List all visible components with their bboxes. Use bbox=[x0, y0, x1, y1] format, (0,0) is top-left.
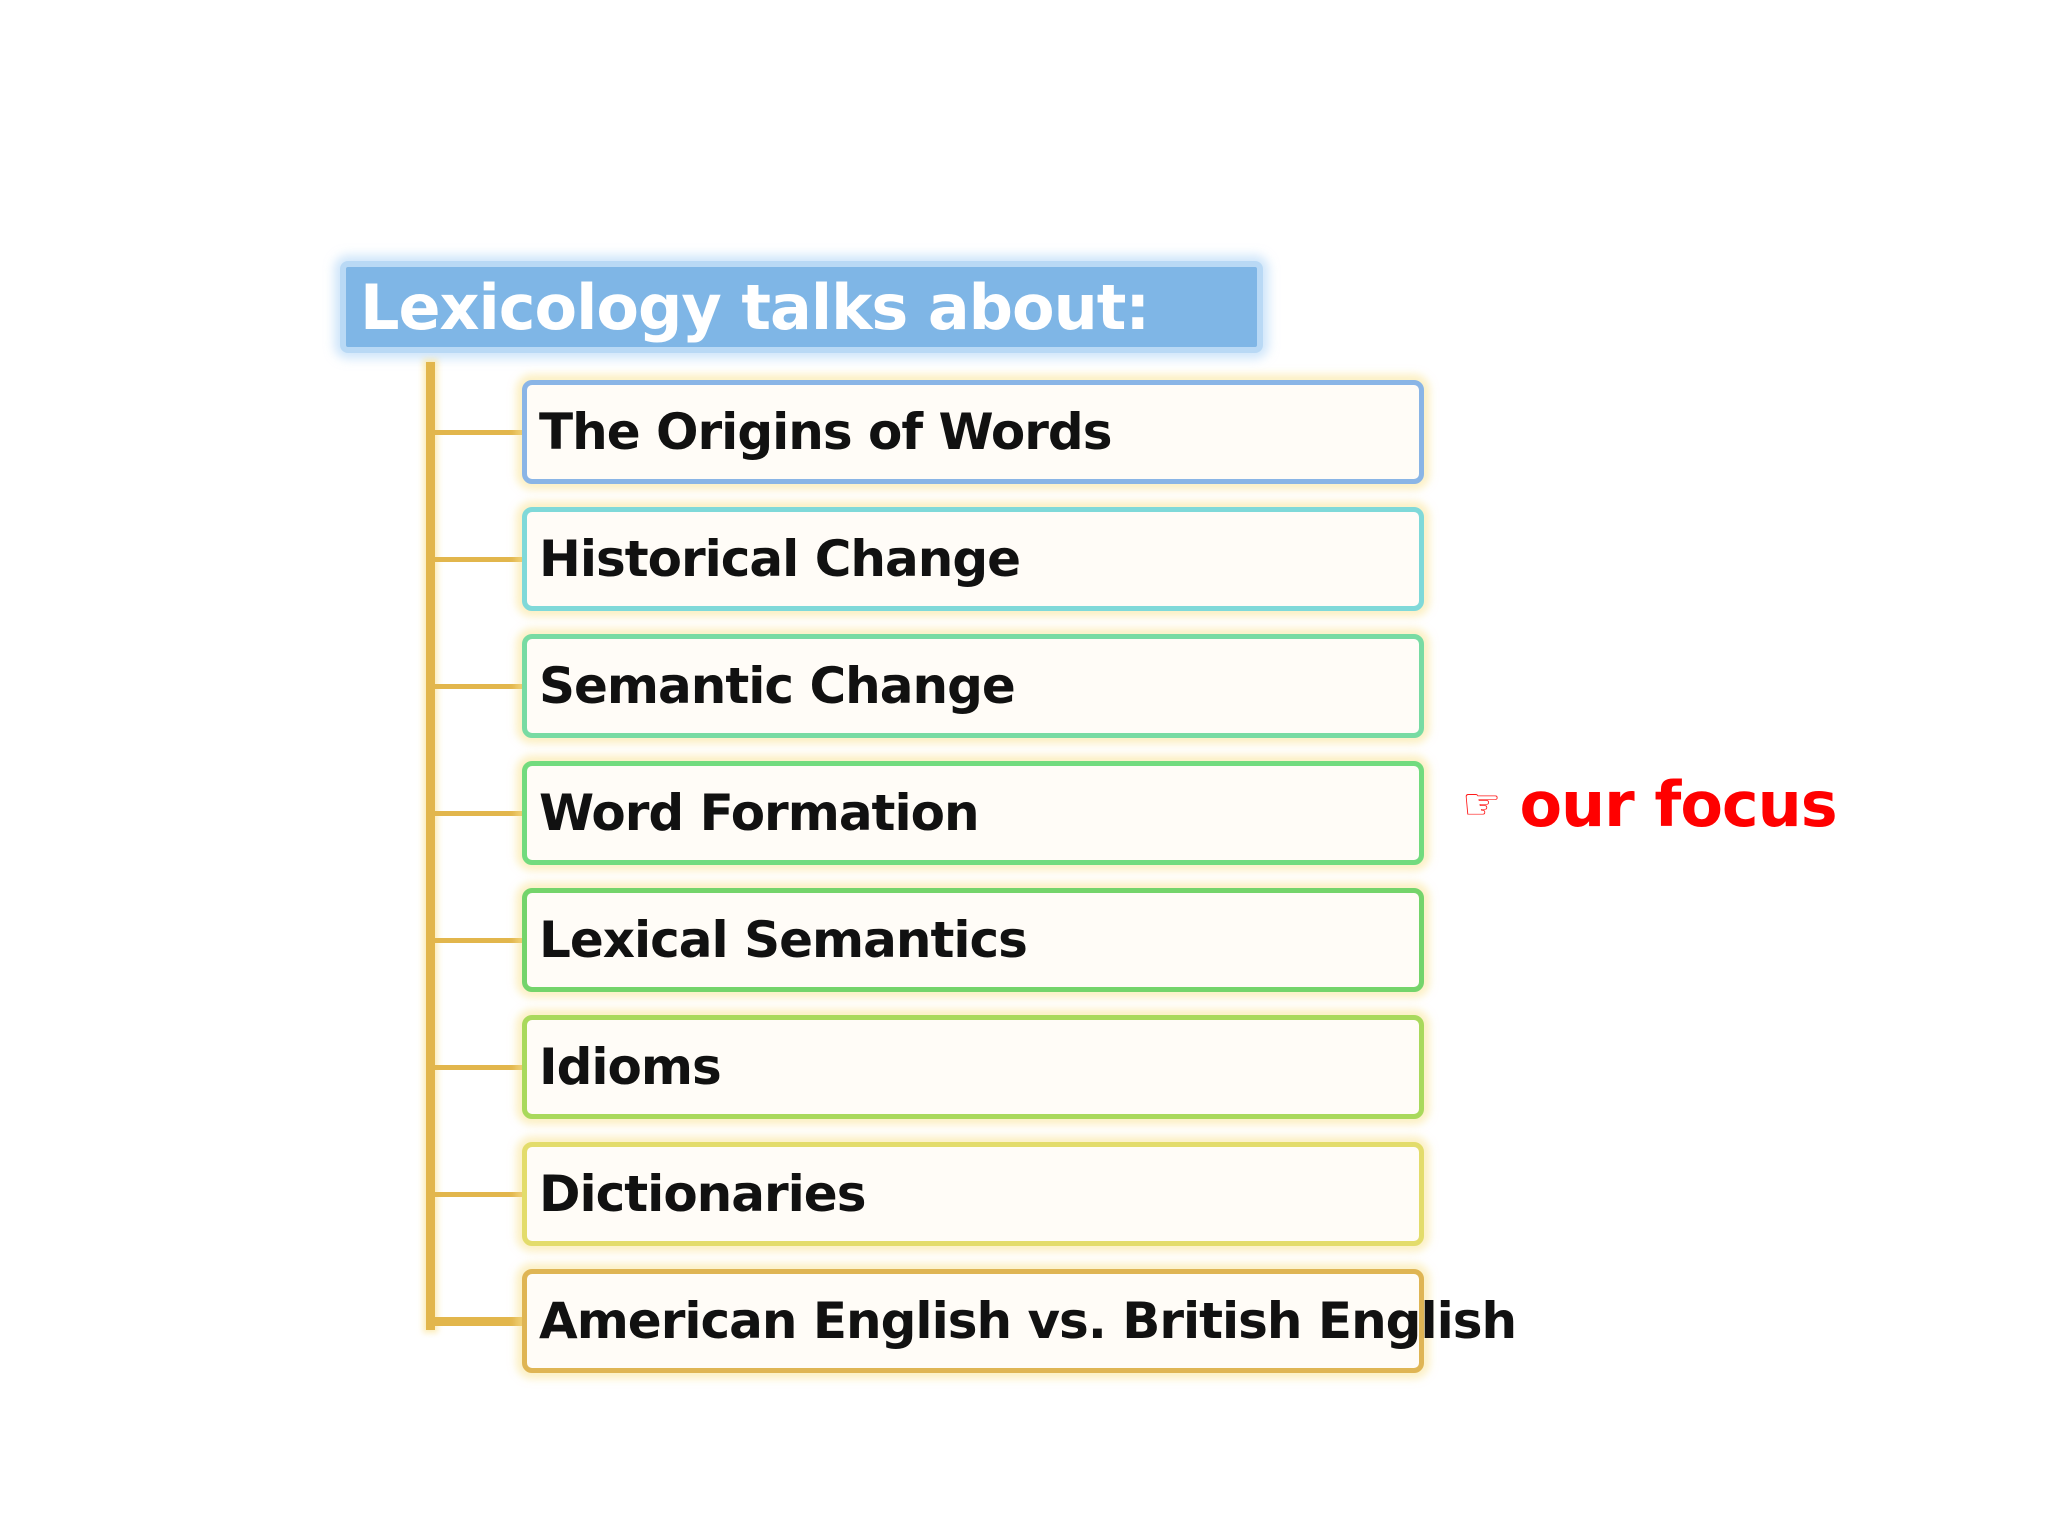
focus-label: our focus bbox=[1519, 768, 1837, 841]
topic-item-semantic-change: Semantic Change bbox=[522, 634, 1424, 738]
connector-branch bbox=[432, 429, 524, 435]
topic-label: Historical Change bbox=[539, 530, 1021, 588]
connector-branch bbox=[432, 556, 524, 562]
topic-label: Semantic Change bbox=[539, 657, 1016, 715]
connector-branch bbox=[432, 937, 524, 943]
topic-item-word-formation: Word Formation bbox=[522, 761, 1424, 865]
topic-item-american-vs-british-english: American English vs. British English bbox=[522, 1269, 1517, 1373]
topic-item-historical-change: Historical Change bbox=[522, 507, 1424, 611]
connector-branch bbox=[432, 1191, 524, 1197]
topic-item-dictionaries: Dictionaries bbox=[522, 1142, 1424, 1246]
topic-label: Word Formation bbox=[539, 784, 980, 842]
topic-label: Dictionaries bbox=[539, 1165, 866, 1223]
topic-item-idioms: Idioms bbox=[522, 1015, 1424, 1119]
pointing-hand-icon: ☞ bbox=[1462, 779, 1502, 830]
topic-label: American English vs. British English bbox=[539, 1292, 1517, 1350]
topic-item-lexical-semantics: Lexical Semantics bbox=[522, 888, 1424, 992]
topic-label: Lexical Semantics bbox=[539, 911, 1028, 969]
header-title: Lexicology talks about: bbox=[360, 270, 1150, 344]
connector-branch bbox=[432, 1316, 524, 1326]
connector-branch bbox=[432, 810, 524, 816]
focus-note: ☞ our focus bbox=[1462, 768, 1838, 841]
connector-branch bbox=[432, 683, 524, 689]
connector-trunk bbox=[426, 362, 435, 1330]
topic-label: Idioms bbox=[539, 1038, 722, 1096]
topic-label: The Origins of Words bbox=[539, 403, 1112, 461]
topic-item-origins-of-words: The Origins of Words bbox=[522, 380, 1424, 484]
connector-branch bbox=[432, 1064, 524, 1070]
header-box: Lexicology talks about: bbox=[340, 261, 1263, 353]
